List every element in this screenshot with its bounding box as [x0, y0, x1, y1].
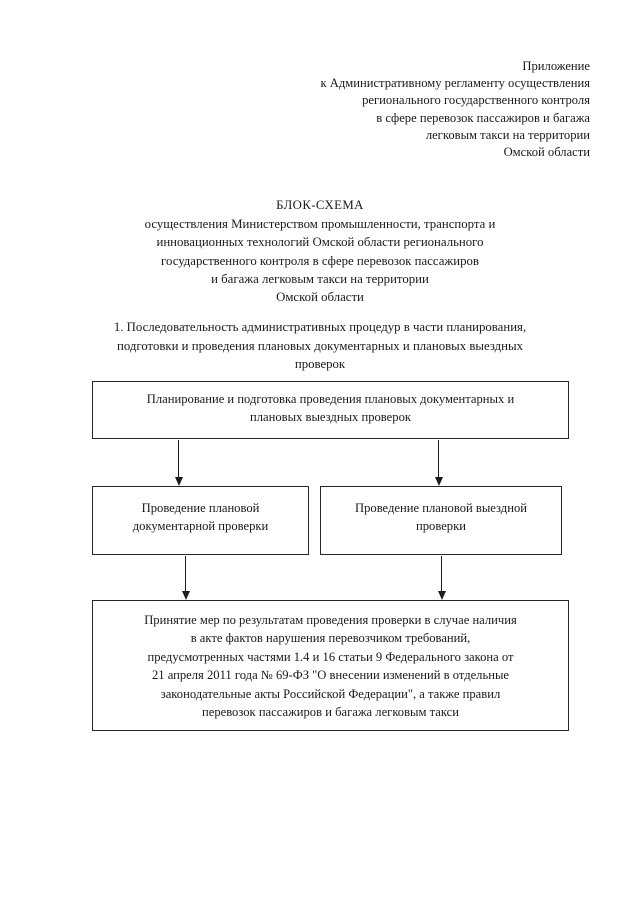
title-subline-4: и багажа легковым такси на территории: [211, 271, 429, 286]
measures-line-3: предусмотренных частями 1.4 и 16 статьи …: [147, 649, 514, 664]
appendix-line-5: легковым такси на территории: [425, 127, 590, 142]
appendix-line-1: Приложение: [522, 59, 590, 73]
arrow-planning-to-field-check: [434, 440, 443, 486]
section-1-intro-paragraph: 1. Последовательность административных п…: [80, 318, 560, 374]
appendix-reference-block: Приложение к Административному регламент…: [230, 58, 591, 161]
intro-line-1: 1. Последовательность административных п…: [113, 320, 527, 334]
planning-line-1: Планирование и подготовка проведения пла…: [146, 392, 515, 406]
measures-line-1: Принятие мер по результатам проведения п…: [144, 613, 517, 627]
flowchart-box-measures: Принятие мер по результатам проведения п…: [92, 600, 569, 731]
appendix-line-2: к Административному регламенту осуществл…: [320, 76, 591, 91]
flowchart-box-planning: Планирование и подготовка проведения пла…: [92, 381, 569, 439]
title-subline-2: инновационных технологий Омской области …: [156, 235, 484, 250]
appendix-line-3: регионального государственного контроля: [362, 93, 590, 108]
documentary-check-line-2: документарной проверки: [132, 519, 269, 534]
measures-line-5: законодательные акты Российской Федераци…: [160, 686, 501, 701]
arrow-field-check-to-measures: [437, 556, 446, 600]
flowchart-box-documentary-check: Проведение плановой документарной провер…: [92, 486, 309, 555]
measures-line-6: перевозок пассажиров и багажа легковым т…: [201, 705, 460, 720]
arrow-documentary-check-to-measures: [181, 556, 190, 600]
page-title: БЛОК-СХЕМА: [276, 198, 364, 212]
appendix-line-4: в сфере перевозок пассажиров и багажа: [376, 110, 590, 125]
flowchart-box-field-check: Проведение плановой выездной проверки: [320, 486, 562, 555]
field-check-line-1: Проведение плановой выездной: [355, 501, 527, 515]
intro-line-3: проверок: [294, 357, 346, 372]
title-subline-3: государственного контроля в сфере перево…: [161, 253, 479, 268]
measures-line-4: 21 апреля 2011 года № 69-ФЗ "О внесении …: [151, 668, 510, 683]
measures-line-2: в акте фактов нарушения перевозчиком тре…: [190, 631, 471, 646]
planning-line-2: плановых выездных проверок: [250, 410, 411, 425]
document-title-block: БЛОК-СХЕМА осуществления Министерством п…: [92, 196, 548, 306]
appendix-line-6: Омской области: [503, 145, 590, 160]
documentary-check-line-1: Проведение плановой: [141, 501, 260, 515]
intro-line-2: подготовки и проведения плановых докумен…: [117, 338, 523, 353]
title-subline-1: осуществления Министерством промышленнос…: [144, 217, 496, 232]
arrow-planning-to-documentary-check: [174, 440, 183, 486]
title-subline-5: Омской области: [276, 290, 364, 305]
field-check-line-2: проверки: [416, 519, 466, 534]
